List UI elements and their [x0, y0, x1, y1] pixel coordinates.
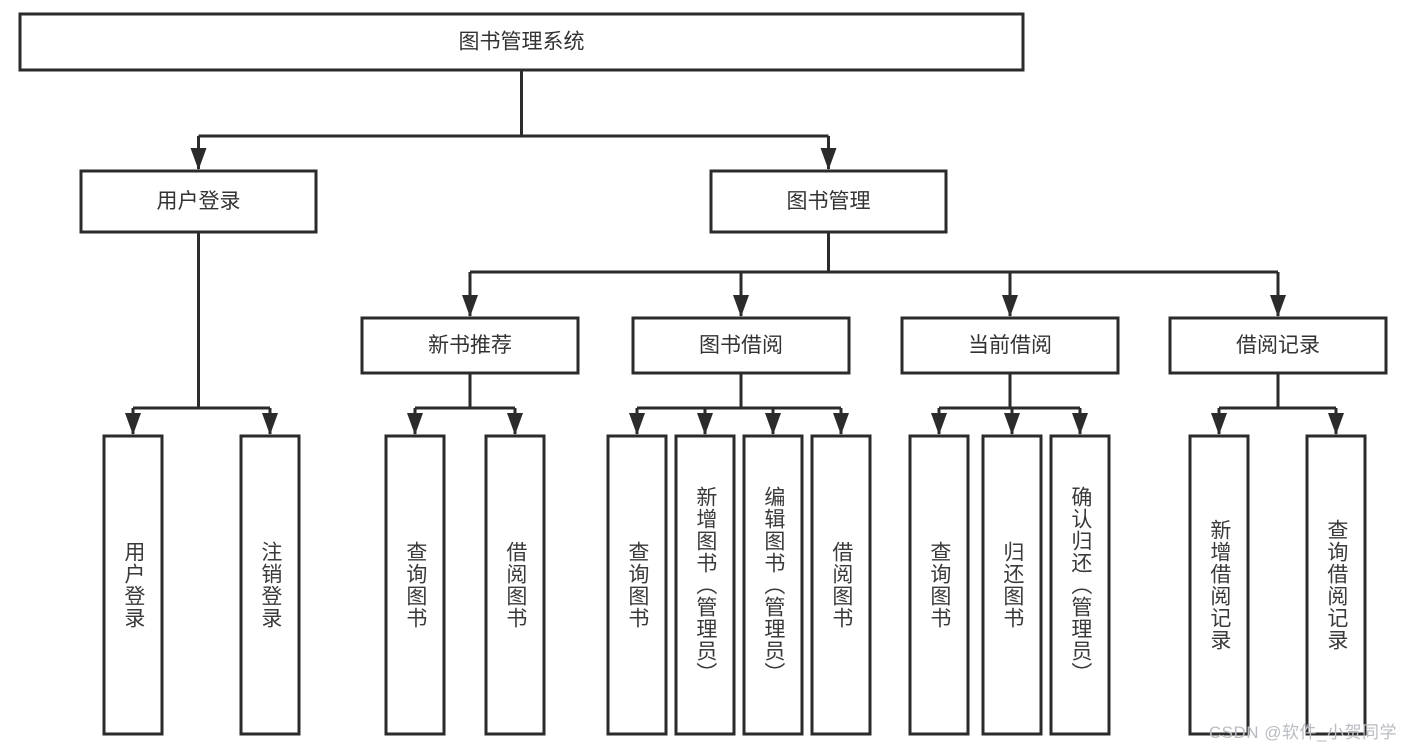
leaf-box-leaf-confirm-return[interactable]: [1049, 434, 1111, 736]
node-label-current-borrow: 当前借阅: [968, 334, 1052, 357]
leaf-box-leaf-add-record[interactable]: [1188, 434, 1250, 736]
node-box-book-manage[interactable]: [709, 169, 948, 234]
connectors-layer: [125, 70, 1344, 435]
arrow-head-icon: [1270, 295, 1286, 317]
leaf-box-leaf-add-book[interactable]: [674, 434, 736, 736]
arrow-head-icon: [733, 295, 749, 317]
leaf-box-leaf-query-book-3[interactable]: [908, 434, 970, 736]
arrow-head-icon: [1004, 413, 1020, 435]
leaf-box-leaf-return-book[interactable]: [981, 434, 1043, 736]
arrow-head-icon: [1211, 413, 1227, 435]
leaf-box-leaf-query-book-2[interactable]: [606, 434, 668, 736]
arrow-head-icon: [507, 413, 523, 435]
arrow-head-icon: [765, 413, 781, 435]
node-box-user-login[interactable]: [79, 169, 318, 234]
boxes-layer: [18, 12, 1388, 736]
arrow-head-icon: [262, 413, 278, 435]
node-box-book-borrow[interactable]: [631, 316, 851, 375]
arrow-head-icon: [629, 413, 645, 435]
arrow-head-icon: [190, 148, 207, 170]
arrow-head-icon: [462, 295, 478, 317]
node-label-root: 图书管理系统: [459, 31, 585, 54]
leaf-box-leaf-borrow-book-1[interactable]: [484, 434, 546, 736]
arrow-head-icon: [820, 148, 837, 170]
arrow-head-icon: [407, 413, 423, 435]
leaf-box-leaf-edit-book[interactable]: [742, 434, 804, 736]
leaf-box-leaf-borrow-book-2[interactable]: [810, 434, 872, 736]
arrow-head-icon: [833, 413, 849, 435]
arrow-head-icon: [1002, 295, 1018, 317]
node-box-borrow-record[interactable]: [1168, 316, 1388, 375]
node-label-user-login: 用户登录: [157, 190, 241, 213]
arrow-head-icon: [1072, 413, 1088, 435]
node-label-borrow-record: 借阅记录: [1236, 334, 1320, 357]
leaf-box-leaf-logout[interactable]: [239, 434, 301, 736]
leaf-box-leaf-query-record[interactable]: [1305, 434, 1367, 736]
node-label-new-book-rec: 新书推荐: [428, 334, 512, 357]
watermark: CSDN @软件_小贺同学: [1208, 723, 1397, 742]
arrow-head-icon: [697, 413, 713, 435]
node-label-book-manage: 图书管理: [787, 190, 871, 213]
leaf-box-leaf-query-book-1[interactable]: [384, 434, 446, 736]
node-label-book-borrow: 图书借阅: [699, 334, 783, 357]
node-box-root[interactable]: [18, 12, 1025, 72]
leaf-box-leaf-user-login[interactable]: [102, 434, 164, 736]
node-box-new-book-rec[interactable]: [360, 316, 580, 375]
arrow-head-icon: [931, 413, 947, 435]
arrow-head-icon: [125, 413, 141, 435]
node-box-current-borrow[interactable]: [900, 316, 1120, 375]
arrow-head-icon: [1328, 413, 1344, 435]
